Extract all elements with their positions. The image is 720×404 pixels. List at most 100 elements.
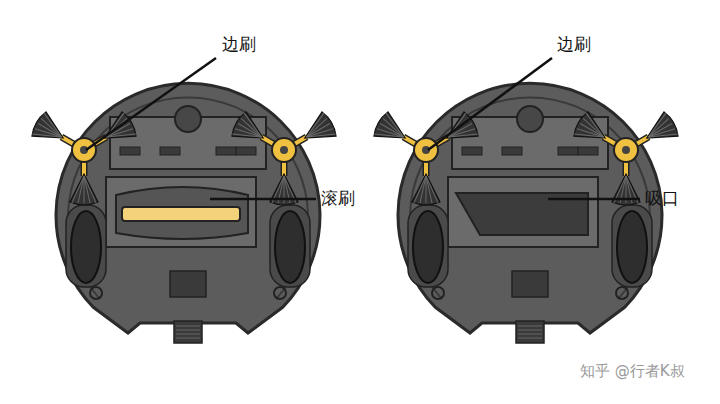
contact-slot xyxy=(216,147,236,155)
grip-line xyxy=(518,338,542,339)
rear-grip xyxy=(516,321,544,343)
contact-slot xyxy=(502,147,522,155)
screw xyxy=(432,287,444,299)
bristle-line xyxy=(238,124,261,138)
bristles xyxy=(298,110,339,150)
bristle-line xyxy=(443,113,472,137)
wheel-well xyxy=(270,205,310,287)
bristles xyxy=(70,174,98,205)
grip-line xyxy=(176,330,200,331)
watermark: 知乎 @行者K叔 xyxy=(580,362,685,380)
bristle-line xyxy=(580,113,609,137)
front-caster xyxy=(517,106,543,132)
contact-slot xyxy=(236,147,256,155)
brush-hub xyxy=(614,138,638,162)
dust-bin-tab xyxy=(170,271,206,297)
bristle-line xyxy=(580,118,606,137)
bristle-line xyxy=(380,118,406,137)
bristle-line xyxy=(84,176,96,203)
dust-bin-tab xyxy=(512,271,548,297)
screw xyxy=(90,287,102,299)
bristle-line xyxy=(649,124,675,143)
bristle-line xyxy=(307,124,333,143)
bristle-line xyxy=(643,113,672,137)
contact-slot xyxy=(120,147,140,155)
bristle-line xyxy=(426,176,438,203)
bristle-line xyxy=(580,124,603,138)
bristle-line xyxy=(238,113,267,137)
bristle-line xyxy=(301,113,330,137)
bristle-line xyxy=(574,124,603,148)
bristles xyxy=(270,174,298,205)
screw xyxy=(616,287,628,299)
grip-line xyxy=(176,326,200,327)
contact-slot xyxy=(558,147,578,155)
robot-vacuum xyxy=(371,83,680,343)
bristles xyxy=(640,110,681,150)
bristles xyxy=(29,110,70,150)
bristle-line xyxy=(238,118,264,137)
wheel-well xyxy=(408,205,448,287)
front-caster xyxy=(175,106,201,132)
bristle-line xyxy=(426,176,427,203)
bristle-line xyxy=(101,113,130,137)
grip-line xyxy=(518,326,542,327)
grip-line xyxy=(518,330,542,331)
wheel xyxy=(275,211,305,283)
contact-slot xyxy=(462,147,482,155)
bristle-line xyxy=(380,124,403,138)
robot-body xyxy=(398,83,662,333)
bristles xyxy=(412,174,440,205)
bristle-line xyxy=(649,124,678,148)
bristle-line xyxy=(426,176,432,203)
bristles xyxy=(571,110,612,150)
head-housing xyxy=(448,177,598,247)
bristle-line xyxy=(414,176,426,203)
bristles xyxy=(229,110,270,150)
bristle-line xyxy=(449,124,478,148)
roller-frame xyxy=(116,187,248,239)
grip-line xyxy=(518,334,542,335)
brush-hub xyxy=(72,138,96,162)
bristle-line xyxy=(374,124,403,148)
bristle-line xyxy=(107,124,136,148)
robot-body xyxy=(56,83,320,333)
leader-line xyxy=(548,198,640,201)
hub-center xyxy=(280,146,288,154)
head-housing xyxy=(106,177,256,247)
leader-line xyxy=(210,198,316,201)
part-label: 边刷 xyxy=(222,34,256,54)
contact-slot xyxy=(160,147,180,155)
screw xyxy=(274,287,286,299)
part-label: 滚刷 xyxy=(321,188,355,208)
bristles xyxy=(371,110,412,150)
wheel-well xyxy=(612,205,652,287)
grip-line xyxy=(176,334,200,335)
bristle-line xyxy=(38,113,67,137)
brush-hub xyxy=(414,138,438,162)
bristle-line xyxy=(232,124,261,148)
bristle-line xyxy=(84,176,90,203)
leader-line xyxy=(86,58,216,150)
hub-center xyxy=(622,146,630,154)
rear-grip xyxy=(174,321,202,343)
bristle-line xyxy=(72,176,84,203)
grip-line xyxy=(176,338,200,339)
wheel xyxy=(413,211,443,283)
brush-hub xyxy=(272,138,296,162)
wheel xyxy=(71,211,101,283)
bristle-line xyxy=(38,124,61,138)
bristle-line xyxy=(32,124,61,148)
bristle-line xyxy=(38,118,64,137)
roller-brush xyxy=(122,207,240,221)
bristle-line xyxy=(307,124,336,148)
bristle-line xyxy=(84,176,85,203)
bristle-line xyxy=(420,176,426,203)
wheel-well xyxy=(66,205,106,287)
robot-vacuum xyxy=(29,83,338,343)
wheel xyxy=(617,211,647,283)
contact-slot xyxy=(578,147,598,155)
